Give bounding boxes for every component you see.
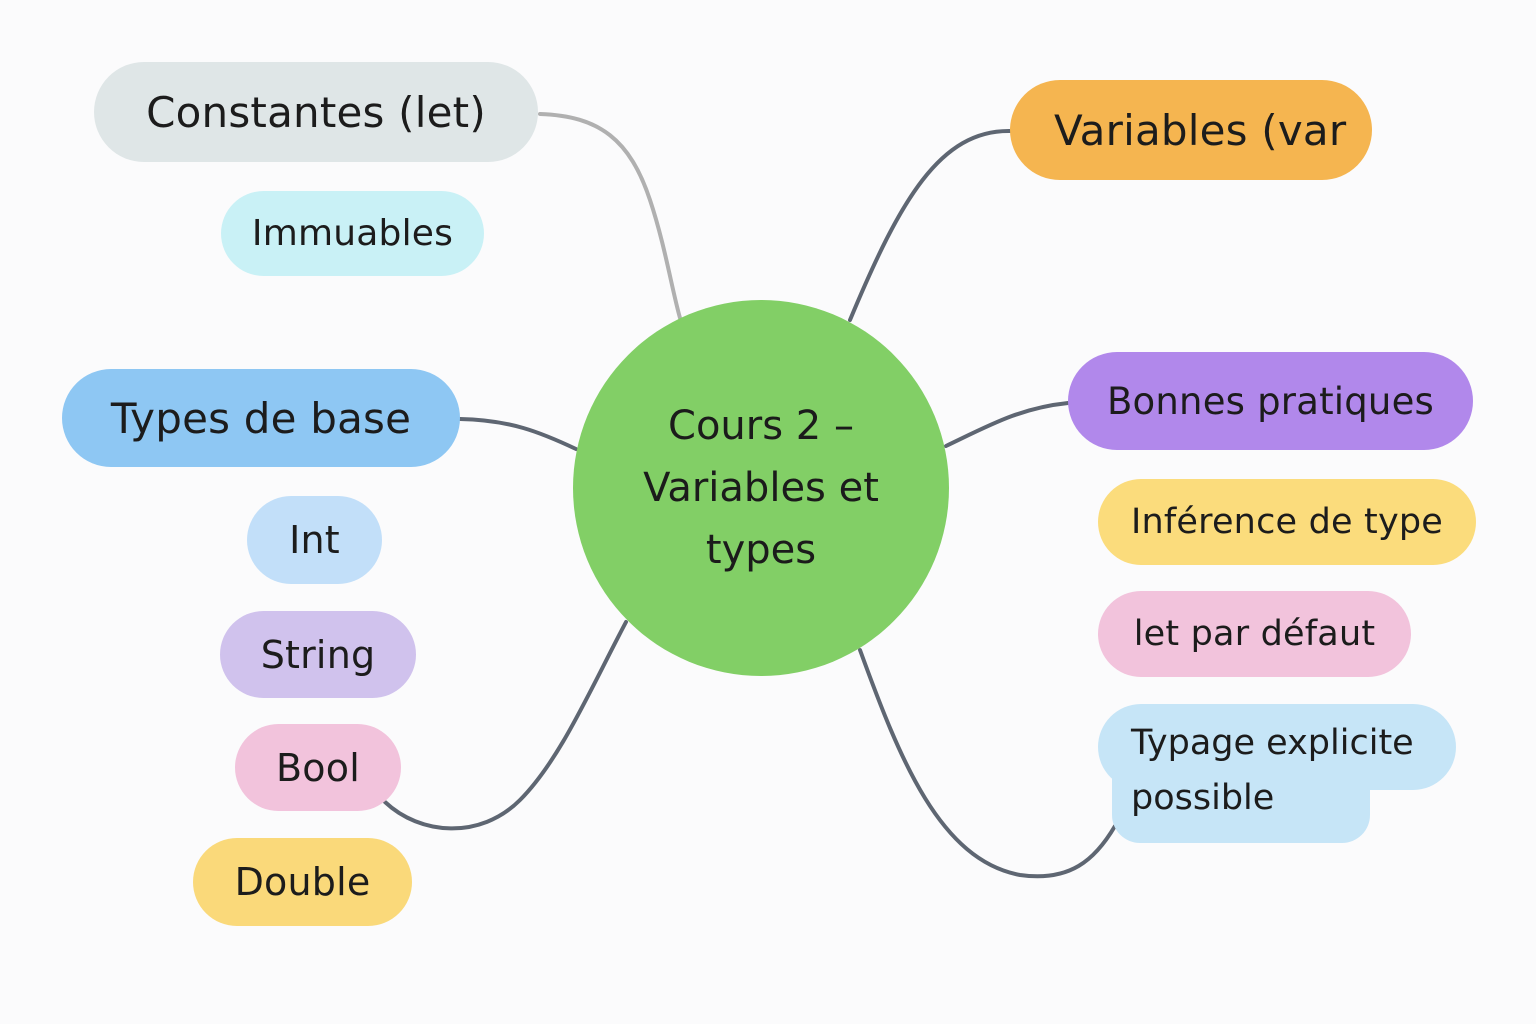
node-bool[interactable]: Bool xyxy=(235,724,401,811)
node-string[interactable]: String xyxy=(220,611,416,698)
connector-bonnes-pratiques xyxy=(944,401,1070,448)
branch-bonnes-pratiques[interactable]: Bonnes pratiques xyxy=(1068,352,1473,450)
node-inference-de-type[interactable]: Inférence de type xyxy=(1098,479,1476,565)
node-typage-shape-bottom xyxy=(1112,760,1370,843)
node-typage-label: Typage explicite possible xyxy=(1131,723,1414,818)
node-int[interactable]: Int xyxy=(247,496,382,584)
connector-bool xyxy=(383,620,628,831)
central-topic[interactable]: Cours 2 – Variables et types xyxy=(573,300,949,676)
connector-types-de-base xyxy=(458,417,578,451)
node-let-par-defaut[interactable]: let par défaut xyxy=(1098,591,1411,677)
connector-typage xyxy=(858,648,1117,879)
node-immuables[interactable]: Immuables xyxy=(221,191,484,276)
branch-constantes[interactable]: Constantes (let) xyxy=(94,62,538,162)
branch-variables[interactable]: Variables (var xyxy=(1010,80,1372,180)
connector-constantes xyxy=(538,112,682,320)
branch-types-de-base[interactable]: Types de base xyxy=(62,369,460,467)
node-double[interactable]: Double xyxy=(193,838,412,926)
connector-variables xyxy=(848,128,1012,322)
